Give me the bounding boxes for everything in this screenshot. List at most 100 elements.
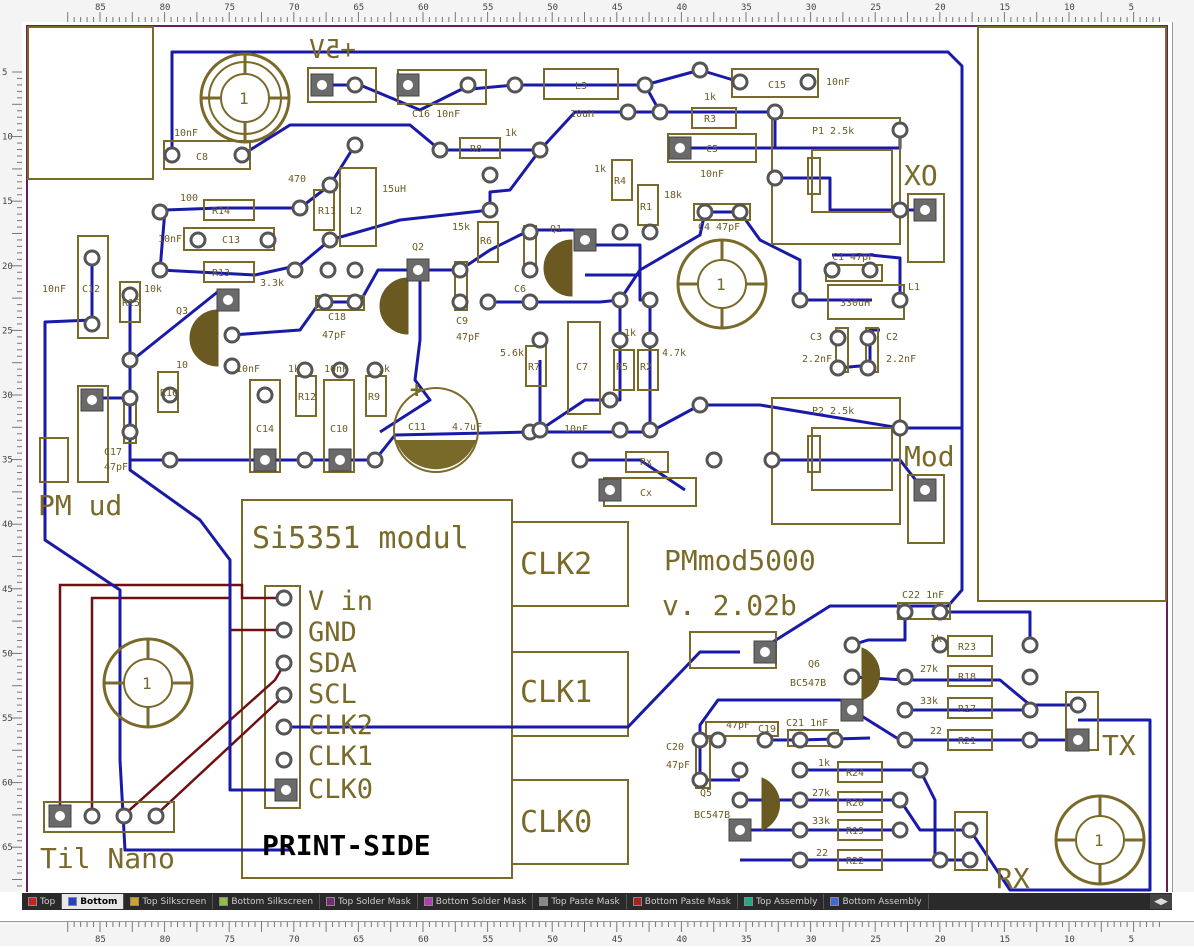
round-pad[interactable] bbox=[451, 293, 469, 311]
pcb-drawing[interactable]: + 1 1 1 bbox=[22, 22, 1172, 895]
layer-tab-top-assembly[interactable]: Top Assembly bbox=[738, 894, 825, 909]
round-pad[interactable] bbox=[275, 589, 293, 607]
round-pad[interactable] bbox=[1021, 731, 1039, 749]
round-pad[interactable] bbox=[275, 751, 293, 769]
round-pad[interactable] bbox=[651, 103, 669, 121]
round-pad[interactable] bbox=[731, 203, 749, 221]
round-pad[interactable] bbox=[321, 231, 339, 249]
layer-tab-bottom-silkscreen[interactable]: Bottom Silkscreen bbox=[213, 894, 321, 909]
round-pad[interactable] bbox=[121, 389, 139, 407]
round-pad[interactable] bbox=[859, 359, 877, 377]
layer-tab-top-paste-mask[interactable]: Top Paste Mask bbox=[533, 894, 627, 909]
round-pad[interactable] bbox=[641, 421, 659, 439]
round-pad[interactable] bbox=[259, 231, 277, 249]
round-pad[interactable] bbox=[531, 141, 549, 159]
round-pad[interactable] bbox=[891, 419, 909, 437]
round-pad[interactable] bbox=[151, 261, 169, 279]
round-pad[interactable] bbox=[366, 361, 384, 379]
round-pad[interactable] bbox=[451, 261, 469, 279]
round-pad[interactable] bbox=[931, 636, 949, 654]
round-pad[interactable] bbox=[256, 386, 274, 404]
round-pad[interactable] bbox=[823, 261, 841, 279]
layer-tab-bottom-solder-mask[interactable]: Bottom Solder Mask bbox=[418, 894, 534, 909]
round-pad[interactable] bbox=[147, 807, 165, 825]
round-pad[interactable] bbox=[731, 73, 749, 91]
round-pad[interactable] bbox=[641, 223, 659, 241]
round-pad[interactable] bbox=[829, 359, 847, 377]
round-pad[interactable] bbox=[691, 396, 709, 414]
round-pad[interactable] bbox=[83, 249, 101, 267]
round-pad[interactable] bbox=[766, 169, 784, 187]
round-pad[interactable] bbox=[275, 621, 293, 639]
round-pad[interactable] bbox=[861, 261, 879, 279]
round-pad[interactable] bbox=[791, 291, 809, 309]
round-pad[interactable] bbox=[691, 731, 709, 749]
round-pad[interactable] bbox=[366, 451, 384, 469]
layer-tab-bottom[interactable]: Bottom bbox=[62, 894, 125, 909]
round-pad[interactable] bbox=[115, 807, 133, 825]
round-pad[interactable] bbox=[636, 76, 654, 94]
layer-bar-scroll-arrows[interactable]: ◀▶ bbox=[1150, 894, 1172, 909]
round-pad[interactable] bbox=[151, 203, 169, 221]
round-pad[interactable] bbox=[829, 329, 847, 347]
round-pad[interactable] bbox=[275, 654, 293, 672]
round-pad[interactable] bbox=[275, 686, 293, 704]
round-pad[interactable] bbox=[961, 851, 979, 869]
round-pad[interactable] bbox=[331, 361, 349, 379]
round-pad[interactable] bbox=[611, 421, 629, 439]
round-pad[interactable] bbox=[731, 791, 749, 809]
round-pad[interactable] bbox=[961, 821, 979, 839]
round-pad[interactable] bbox=[791, 731, 809, 749]
round-pad[interactable] bbox=[189, 231, 207, 249]
round-pad[interactable] bbox=[791, 851, 809, 869]
round-pad[interactable] bbox=[891, 291, 909, 309]
round-pad[interactable] bbox=[1021, 636, 1039, 654]
round-pad[interactable] bbox=[346, 76, 364, 94]
round-pad[interactable] bbox=[233, 146, 251, 164]
round-pad[interactable] bbox=[161, 386, 179, 404]
round-pad[interactable] bbox=[896, 731, 914, 749]
round-pad[interactable] bbox=[481, 166, 499, 184]
round-pad[interactable] bbox=[521, 293, 539, 311]
layer-tab-top-silkscreen[interactable]: Top Silkscreen bbox=[124, 894, 214, 909]
round-pad[interactable] bbox=[763, 451, 781, 469]
round-pad[interactable] bbox=[756, 731, 774, 749]
round-pad[interactable] bbox=[291, 199, 309, 217]
round-pad[interactable] bbox=[479, 293, 497, 311]
round-pad[interactable] bbox=[709, 731, 727, 749]
round-pad[interactable] bbox=[83, 807, 101, 825]
round-pad[interactable] bbox=[121, 286, 139, 304]
round-pad[interactable] bbox=[896, 701, 914, 719]
round-pad[interactable] bbox=[346, 293, 364, 311]
round-pad[interactable] bbox=[696, 203, 714, 221]
round-pad[interactable] bbox=[891, 201, 909, 219]
round-pad[interactable] bbox=[275, 718, 293, 736]
round-pad[interactable] bbox=[319, 261, 337, 279]
round-pad[interactable] bbox=[223, 357, 241, 375]
round-pad[interactable] bbox=[611, 223, 629, 241]
round-pad[interactable] bbox=[531, 331, 549, 349]
round-pad[interactable] bbox=[1021, 701, 1039, 719]
layer-tab-top[interactable]: Top bbox=[22, 894, 63, 909]
round-pad[interactable] bbox=[791, 791, 809, 809]
round-pad[interactable] bbox=[896, 603, 914, 621]
round-pad[interactable] bbox=[1021, 668, 1039, 686]
round-pad[interactable] bbox=[731, 761, 749, 779]
round-pad[interactable] bbox=[791, 821, 809, 839]
round-pad[interactable] bbox=[611, 331, 629, 349]
round-pad[interactable] bbox=[791, 761, 809, 779]
round-pad[interactable] bbox=[459, 76, 477, 94]
pcb-canvas[interactable]: + 1 1 1 bbox=[22, 22, 1172, 895]
round-pad[interactable] bbox=[296, 361, 314, 379]
round-pad[interactable] bbox=[691, 61, 709, 79]
round-pad[interactable] bbox=[896, 668, 914, 686]
round-pad[interactable] bbox=[163, 146, 181, 164]
round-pad[interactable] bbox=[705, 451, 723, 469]
round-pad[interactable] bbox=[911, 761, 929, 779]
round-pad[interactable] bbox=[891, 791, 909, 809]
round-pad[interactable] bbox=[891, 121, 909, 139]
round-pad[interactable] bbox=[766, 103, 784, 121]
round-pad[interactable] bbox=[223, 326, 241, 344]
round-pad[interactable] bbox=[891, 821, 909, 839]
